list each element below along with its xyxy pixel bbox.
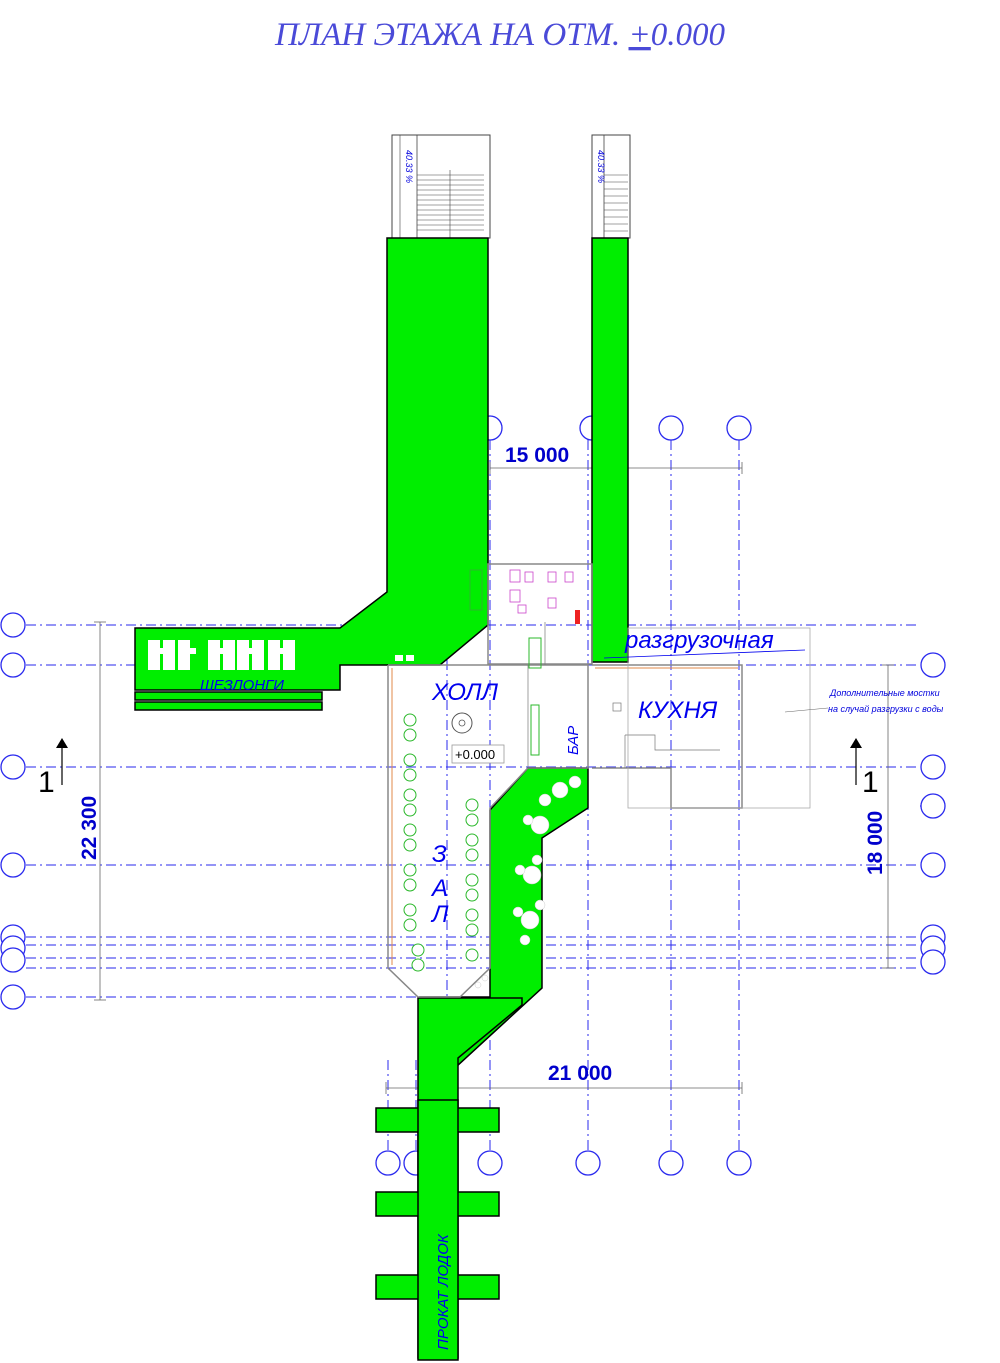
svg-text:1: 1 [862,766,879,799]
section-marker-left: 1 [38,738,68,799]
level-mark: +0.000 [451,744,505,764]
ramp-left: 40.33 % [391,134,491,239]
label-zal-3: Л [430,901,449,928]
label-hall: ХОЛЛ [431,679,499,706]
deck-left-pier [134,237,489,691]
wc-fixtures [509,569,580,624]
spiral-stair [451,712,473,734]
dimension-top: 15 000 [505,444,569,467]
ramp-right: 40.33 % [591,134,631,239]
loungers-deck [134,691,323,711]
sun-loungers [148,640,414,670]
dimension-right: 18 000 [864,811,887,875]
deck-tables [474,775,582,989]
note-line-2: на случай разгрузки с воды [828,704,944,714]
label-boat-rental: ПРОКАТ ЛОДОК [435,1233,452,1350]
label-loungers: ШЕЗЛОНГИ [200,677,284,694]
boat-docks [375,1099,500,1361]
label-zal-1: З [432,841,447,868]
dining-tables [403,713,479,972]
label-bar: БАР [565,726,582,755]
svg-text:40.33 %: 40.33 % [404,150,414,183]
deck-right-pier [591,237,629,663]
svg-text:40.33 %: 40.33 % [596,150,606,183]
building-outline [387,563,811,998]
label-unloading: разгрузочная [624,627,774,654]
svg-text:+0.000: +0.000 [455,747,495,762]
dimension-left: 22 300 [78,796,101,860]
note-line-1: Дополнительные мостки [829,688,940,698]
svg-text:1: 1 [38,766,55,799]
label-zal-2: А [430,875,448,902]
dimension-bottom: 21 000 [548,1062,612,1085]
plan-title: ПЛАН ЭТАЖА НА ОТМ. +0.000 [274,17,726,53]
label-kitchen: КУХНЯ [638,697,718,724]
section-marker-right: 1 [850,738,879,799]
bar-counters [469,569,542,756]
